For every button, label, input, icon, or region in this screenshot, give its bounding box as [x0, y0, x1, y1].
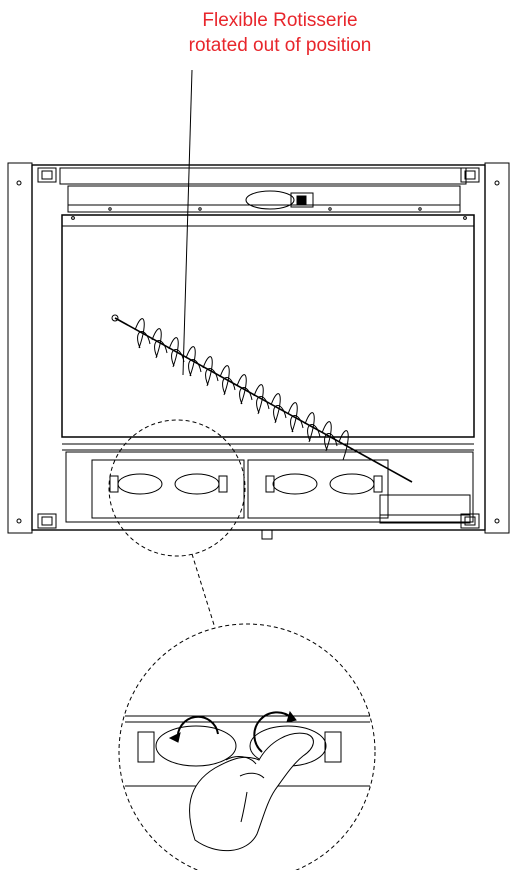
leader-line — [182, 69, 193, 376]
flexible-rotisserie — [111, 314, 413, 483]
detail-source-circle — [108, 419, 246, 557]
hand-icon — [189, 732, 314, 852]
detail-connector-line — [191, 553, 216, 629]
lower-bulbs — [109, 473, 383, 495]
callout-label: Flexible Rotisserie rotated out of posit… — [150, 8, 410, 58]
callout-line-1: Flexible Rotisserie — [202, 10, 358, 31]
bulb-icon — [155, 725, 237, 767]
rotate-arrow-icon — [176, 715, 219, 741]
rotate-arrow-icon — [253, 711, 293, 753]
firebox-frame — [7, 162, 510, 540]
callout-line-2: rotated out of position — [188, 35, 372, 56]
top-bulb — [245, 190, 314, 210]
magnified-detail — [118, 623, 376, 870]
